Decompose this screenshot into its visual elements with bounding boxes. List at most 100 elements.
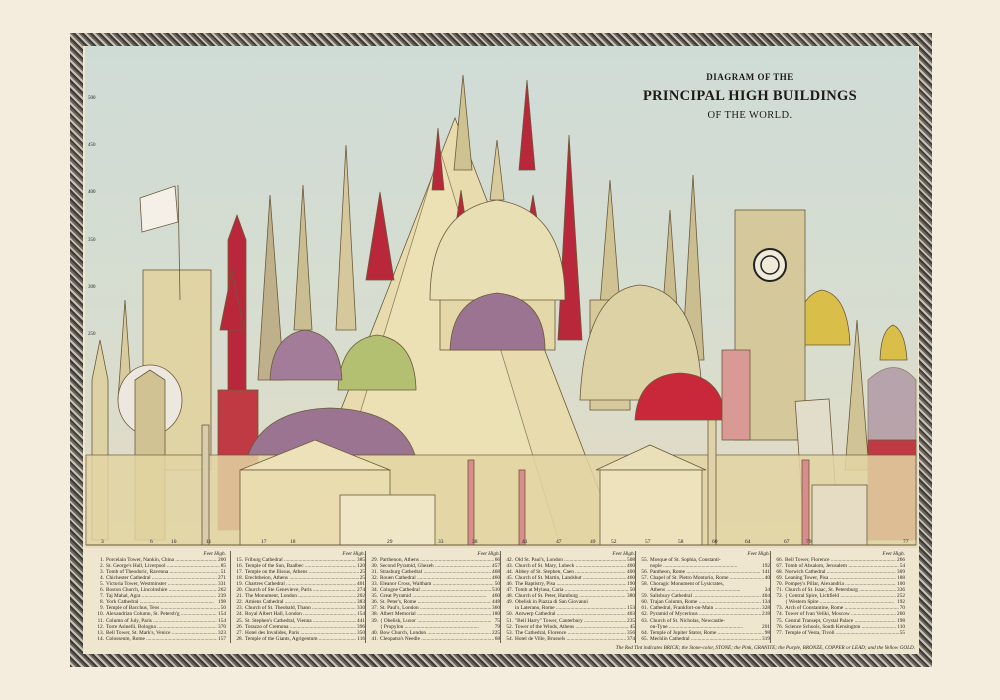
feet-high-header: Feet High.	[882, 551, 905, 557]
entry-name: Temple of Bacchus, Teos	[106, 605, 220, 611]
entry-number: 76.	[776, 623, 783, 630]
entry-number: 74.	[776, 611, 783, 618]
entry-name: Temple on the Ilissus, Athens	[245, 569, 359, 575]
entry-name: Choragic Monument of Lysicrates,	[650, 581, 724, 588]
entry-number: 69.	[776, 575, 783, 582]
entry-height: 25	[358, 575, 365, 582]
entry-name: Alexandrian Column, St. Petersb'g	[106, 611, 217, 617]
entry-name: Church of Ste Genevieve, Paris	[245, 587, 356, 593]
entry-height: 380	[626, 593, 635, 600]
entry-number: 33.	[371, 581, 378, 588]
trajan-column	[707, 419, 717, 546]
entry-number: 39.	[371, 617, 378, 624]
entry-height: 508	[626, 557, 635, 564]
entry-number: 6.	[100, 587, 104, 594]
legend-entry: 42.Old St. Paul's, London508	[504, 557, 635, 564]
building-number-label: 52	[611, 539, 617, 545]
entry-height: 25	[358, 569, 365, 576]
legend-entry: 39.{ Obelisk, Luxor75	[369, 617, 500, 624]
entry-name: Church of St. Martin, Landshut	[515, 575, 626, 581]
scale-label: 300	[88, 285, 96, 290]
entry-height: 141	[761, 569, 770, 576]
entry-number: 34.	[371, 587, 378, 594]
entry-number: 5.	[100, 581, 104, 588]
entry-number: 28.	[236, 635, 243, 642]
entry-name: Rouen Cathedral	[380, 575, 491, 581]
entry-name: in Laterano, Rome	[515, 605, 626, 611]
entry-number: 52.	[506, 623, 513, 630]
legend-entry: 36.St. Peter's, Rome448	[369, 599, 500, 606]
entry-name: Taj Mahal, Agra	[106, 593, 217, 599]
entry-name: { Obelisk, Luxor	[380, 618, 494, 624]
entry-number: 68.	[776, 569, 783, 576]
legend-column: Feet High.66.Bell Tower, Florence26667.T…	[770, 551, 905, 643]
entry-number: 16.	[236, 563, 243, 570]
legend-entry: 17.Temple on the Ilissus, Athens25	[234, 569, 365, 576]
entry-height: 309	[896, 569, 905, 576]
entry-number: 58.	[641, 581, 648, 588]
color-key-note: The Red Tint indicates BRICK; the Stone-…	[615, 645, 915, 651]
title-main: PRINCIPAL HIGH BUILDINGS	[643, 88, 857, 104]
chartres-spire	[293, 184, 313, 331]
feet-high-header: Feet High.	[747, 551, 770, 557]
entry-name: Chapel of St. Pietro Montorio, Rome	[650, 575, 764, 581]
entry-name: Church of St. Isaac, St. Petersburg	[785, 587, 896, 593]
entry-height: 98	[763, 629, 770, 636]
building-number-label: 57	[645, 539, 651, 545]
legend-entry: 11.Column of July, Paris154	[95, 617, 226, 624]
entry-height: 356	[626, 629, 635, 636]
entry-number: 31.	[371, 569, 378, 576]
entry-name: Victoria Tower, Westminster	[106, 581, 217, 587]
red-spire	[431, 127, 445, 191]
entry-height: 79	[493, 623, 500, 630]
entry-height: 336	[896, 587, 905, 594]
legend-entry: on-Tyne201	[639, 623, 770, 630]
entry-height	[769, 581, 770, 588]
legend-entry: 69.Leaning Tower, Pisa188	[774, 575, 905, 582]
building-number-label: 11	[206, 539, 212, 545]
legend-entry: 75.Central Transept, Crystal Palace198	[774, 617, 905, 624]
entry-number: 63.	[641, 617, 648, 624]
legend-entry: 48.Church of St. Peter, Hamburg380	[504, 593, 635, 600]
entry-name: nople	[650, 563, 761, 569]
entry-height: 460	[626, 575, 635, 582]
scale-label: 450	[88, 143, 96, 148]
entry-height: 330	[356, 605, 365, 612]
legend-entry: 29.Parthenon, Athens66	[369, 557, 500, 564]
legend-entry: 21.The Monument, London202	[234, 593, 365, 600]
entry-number: 17.	[236, 569, 243, 576]
legend-entry: 66.Bell Tower, Florence266	[774, 557, 905, 564]
legend-entry: 7.Taj Mahal, Agra239	[95, 593, 226, 600]
entry-number: 60.	[641, 599, 648, 606]
entry-height: 192	[896, 599, 905, 606]
pantheon-portico	[599, 469, 703, 546]
entry-number: 50.	[506, 611, 513, 618]
entry-number: 20.	[236, 587, 243, 594]
legend-entry: 12.Torre Asinelli, Bologna370	[95, 623, 226, 630]
entry-height: 70	[898, 605, 905, 612]
entry-height	[634, 599, 635, 606]
entry-name: Cleopatra's Needle	[380, 636, 494, 642]
obelisk	[518, 469, 526, 546]
entry-name: St. George's Hall, Liverpool	[106, 563, 220, 569]
entry-number: 27.	[236, 629, 243, 636]
legend-entry: 60.Trajan Column, Rome134	[639, 599, 770, 606]
legend-entry: 1.Porcelain Tower, Nankin, China200	[95, 557, 226, 564]
building-number-label: 3	[101, 539, 104, 545]
entry-height: 266	[896, 557, 905, 564]
legend-entry: 47.Tomb at Mylasa, Caria50	[504, 587, 635, 594]
entry-height: 400	[626, 569, 635, 576]
entry-height: 323	[217, 629, 226, 636]
entry-name: Church of St. Theobald, Thann	[245, 605, 356, 611]
entry-height: 350	[356, 629, 365, 636]
building-number-label: 64	[745, 539, 751, 545]
feet-high-header: Feet High.	[203, 551, 226, 557]
entry-height: 235	[626, 617, 635, 624]
entry-name: Antwerp Cathedral	[515, 611, 626, 617]
entry-height: 154	[217, 611, 226, 618]
entry-name: Old St. Paul's, London	[515, 557, 626, 563]
legend-entry: 6.Boston Church, Lincolnshire262	[95, 587, 226, 594]
entry-name: Hotel de Ville, Brussels	[515, 636, 626, 642]
entry-height: 157	[217, 635, 226, 642]
